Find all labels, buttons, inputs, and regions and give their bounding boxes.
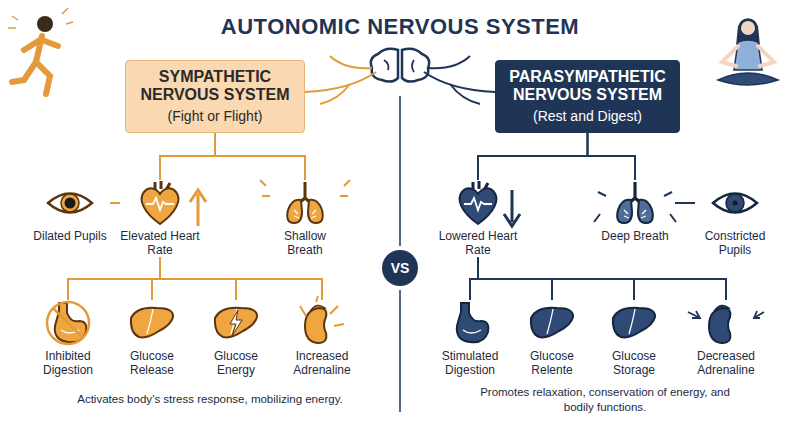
effect-item: Shallow Breath xyxy=(265,180,345,258)
caption-note: Promotes relaxation, conservation of ene… xyxy=(470,385,740,415)
effect-label: Inhibited Digestion xyxy=(30,350,106,378)
effect-item: Decreased Adrenaline xyxy=(688,300,764,378)
connector-line xyxy=(478,258,726,300)
effect-item: Glucose Relente xyxy=(514,300,590,378)
connector-line xyxy=(215,133,305,180)
effect-item: Glucose Release xyxy=(114,300,190,378)
system-heading: PARASYMPATHETIC NERVOUS SYSTEM xyxy=(506,68,669,105)
connector-line xyxy=(152,258,160,300)
effect-label: Glucose Storage xyxy=(596,350,672,378)
effect-label: Glucose Release xyxy=(114,350,190,378)
connector-line xyxy=(478,133,588,180)
diagram-title: AUTONOMIC NERVOUS SYSTEM xyxy=(0,14,800,40)
system-box: PARASYMPATHETIC NERVOUS SYSTEM (Rest and … xyxy=(495,60,680,133)
connector-line xyxy=(470,258,478,300)
effect-label: Constricted Pupils xyxy=(695,230,775,258)
effect-item: Inhibited Digestion xyxy=(30,300,106,378)
system-subtitle: (Rest and Digest) xyxy=(506,107,669,125)
vs-circle: VS xyxy=(382,250,418,286)
effect-item: Glucose Energy xyxy=(198,300,274,378)
connector-line xyxy=(588,133,636,180)
connector-line xyxy=(68,258,160,300)
connector-line xyxy=(160,133,215,180)
effect-label: Dilated Pupils xyxy=(30,230,110,244)
effect-item: Elevated Heart Rate xyxy=(120,180,200,258)
effect-item: Stimulated Digestion xyxy=(432,300,508,378)
effect-label: Glucose Relente xyxy=(514,350,590,378)
effect-label: Stimulated Digestion xyxy=(432,350,508,378)
effect-item: Constricted Pupils xyxy=(695,180,775,258)
system-subtitle: (Fight or Flight) xyxy=(136,107,294,125)
effect-label: Elevated Heart Rate xyxy=(120,230,200,258)
effect-label: Shallow Breath xyxy=(265,230,345,258)
connector-line xyxy=(110,202,120,204)
effect-item: Increased Adrenaline xyxy=(284,300,360,378)
system-heading: SYMPATHETIC NERVOUS SYSTEM xyxy=(136,68,294,105)
effect-item: Dilated Pupils xyxy=(30,180,110,244)
effect-label: Increased Adrenaline xyxy=(284,350,360,378)
effect-label: Decreased Adrenaline xyxy=(688,350,764,378)
effect-label: Deep Breath xyxy=(595,230,675,244)
effect-item: Deep Breath xyxy=(595,180,675,244)
effect-item: Lowered Heart Rate xyxy=(438,180,518,258)
connector-line xyxy=(160,258,322,300)
effect-label: Glucose Energy xyxy=(198,350,274,378)
vs-label: VS xyxy=(391,260,410,276)
effect-item: Glucose Storage xyxy=(596,300,672,378)
effect-label: Lowered Heart Rate xyxy=(438,230,518,258)
connector-line xyxy=(675,202,695,204)
system-box: SYMPATHETIC NERVOUS SYSTEM (Fight or Flig… xyxy=(125,60,305,133)
caption-note: Activates body’s stress response, mobili… xyxy=(55,392,365,407)
